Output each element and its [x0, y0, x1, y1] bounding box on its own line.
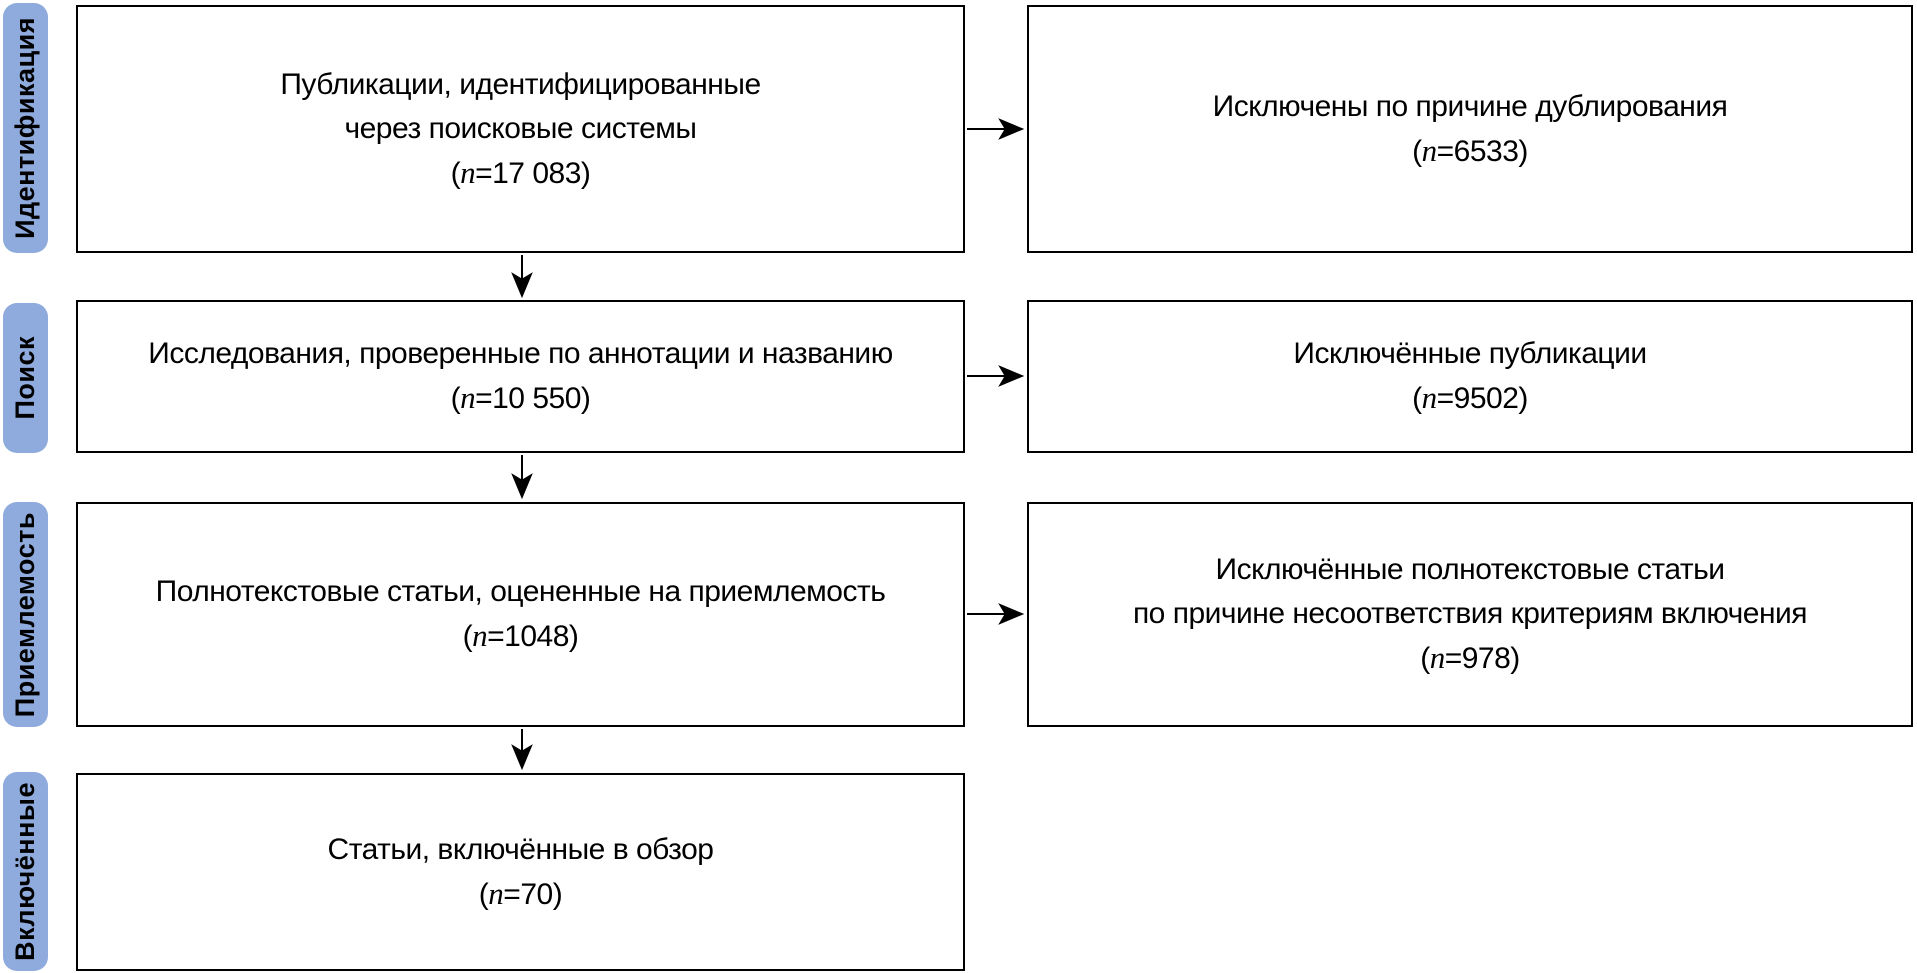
stage-label-text: Поиск — [10, 336, 40, 420]
flow-box-excluded-publications: Исключённые публикации (n=9502) — [1027, 300, 1913, 453]
count-line: (n=1048) — [463, 614, 579, 659]
paren-close: ) — [580, 382, 591, 415]
n-symbol: n — [460, 154, 476, 190]
equals-sign: = — [1436, 382, 1455, 415]
equals-sign: = — [503, 877, 521, 911]
count-line: (n=17 083) — [451, 151, 591, 196]
flow-box-identified-publications: Публикации, идентифицированные через пои… — [76, 5, 965, 253]
box-text-line: Исключённые полнотекстовые статьи — [1215, 553, 1725, 586]
stage-label-identification: Идентификация — [3, 3, 48, 253]
equals-sign: = — [1444, 642, 1463, 675]
box-text-line: Публикации, идентифицированные — [280, 67, 761, 101]
equals-sign: = — [487, 620, 505, 653]
paren-close: ) — [580, 156, 591, 190]
paren-close: ) — [1510, 642, 1520, 675]
equals-sign: = — [475, 382, 493, 415]
paren-close: ) — [1518, 382, 1528, 415]
paren-open: ( — [1412, 134, 1422, 168]
n-value: 10 550 — [492, 382, 581, 415]
stage-label-text: Идентификация — [10, 17, 40, 239]
count-line: (n=6533) — [1412, 129, 1528, 174]
n-symbol: n — [488, 875, 504, 911]
box-text-line: по причине несоответствия критериям вклю… — [1132, 597, 1808, 630]
stage-label-text: Приемлемость — [10, 511, 40, 718]
equals-sign: = — [1436, 134, 1455, 168]
n-symbol: n — [460, 380, 476, 415]
flow-box-excluded-fulltext: Исключённые полнотекстовые статьи по при… — [1027, 502, 1913, 727]
box-text-line: Исследования, проверенные по аннотации и… — [148, 337, 893, 370]
n-symbol: n — [1421, 132, 1438, 168]
stage-label-screening: Поиск — [3, 303, 48, 453]
n-value: 1048 — [504, 620, 569, 653]
paren-open: ( — [450, 382, 461, 415]
paren-close: ) — [552, 877, 563, 911]
box-text-line: Статьи, включённые в обзор — [327, 832, 714, 866]
stage-label-included: Включённые — [3, 772, 48, 971]
count-line: (n=978) — [1420, 636, 1520, 681]
paren-close: ) — [568, 620, 579, 653]
box-text-line: Полнотекстовые статьи, оцененные на прие… — [155, 575, 886, 608]
paren-open: ( — [450, 156, 461, 190]
n-symbol: n — [472, 618, 488, 653]
n-value: 6533 — [1453, 134, 1519, 168]
box-text-line: Исключённые публикации — [1293, 337, 1647, 370]
stage-label-eligibility: Приемлемость — [3, 502, 48, 727]
n-symbol: n — [1421, 380, 1438, 415]
flow-box-included-articles: Статьи, включённые в обзор (n=70) — [76, 773, 965, 971]
n-value: 17 083 — [492, 156, 581, 190]
n-value: 70 — [520, 877, 553, 911]
equals-sign: = — [475, 156, 493, 190]
count-line: (n=10 550) — [451, 376, 591, 421]
flow-box-screened-studies: Исследования, проверенные по аннотации и… — [76, 300, 965, 453]
flow-box-fulltext-assessed: Полнотекстовые статьи, оцененные на прие… — [76, 502, 965, 727]
stage-label-text: Включённые — [10, 782, 40, 961]
box-text-line: Исключены по причине дублирования — [1212, 89, 1728, 123]
flow-box-excluded-duplicates: Исключены по причине дублирования (n=653… — [1027, 5, 1913, 253]
count-line: (n=9502) — [1412, 376, 1528, 421]
n-value: 9502 — [1453, 382, 1519, 415]
paren-open: ( — [1420, 642, 1430, 675]
n-symbol: n — [1429, 640, 1446, 675]
paren-open: ( — [462, 620, 473, 653]
n-value: 978 — [1461, 642, 1511, 675]
paren-open: ( — [478, 877, 489, 911]
paren-open: ( — [1412, 382, 1422, 415]
count-line: (n=70) — [478, 872, 563, 917]
paren-close: ) — [1518, 134, 1528, 168]
box-text-line: через поисковые системы — [344, 111, 697, 145]
